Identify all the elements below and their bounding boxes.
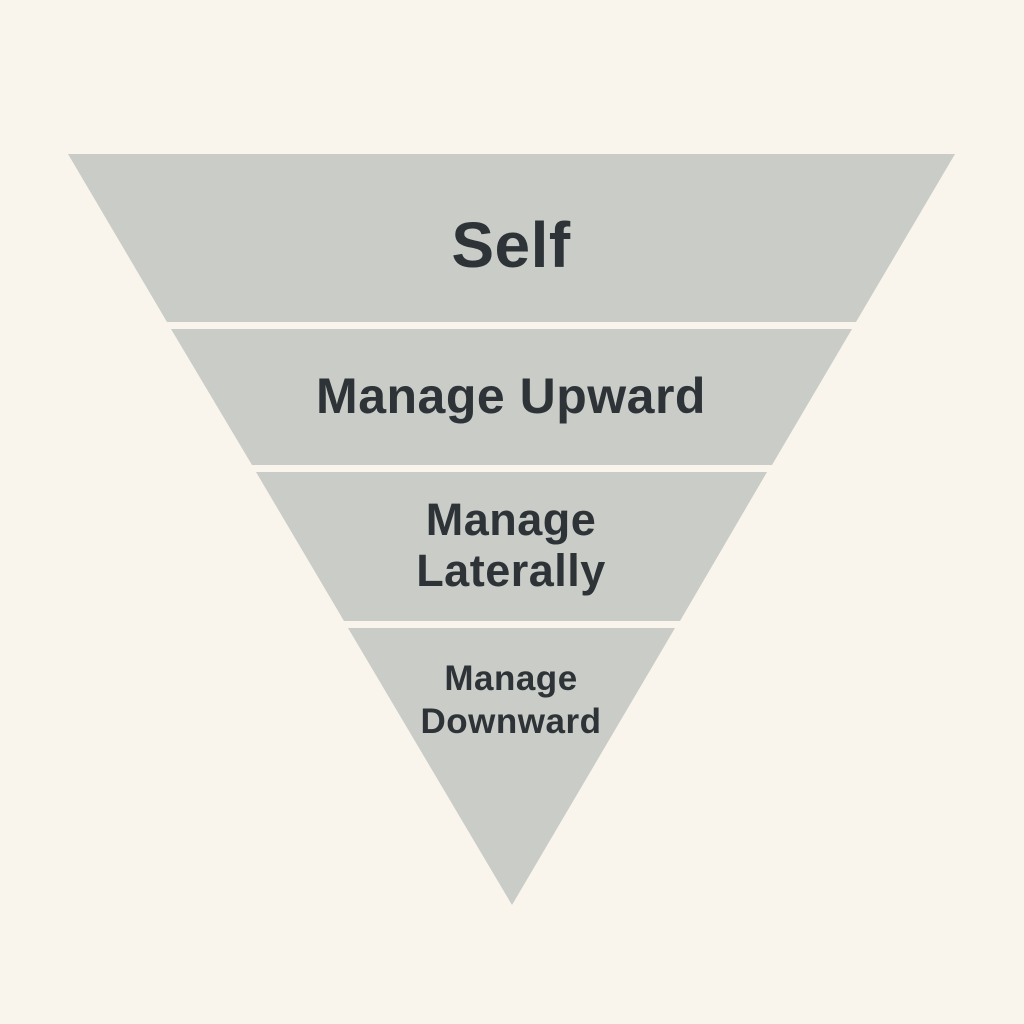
layer-label-self: Self [451, 209, 571, 281]
layer-label-manage-laterally-line1: Manage [426, 494, 597, 545]
pyramid-layer-manage-downward [348, 628, 675, 905]
pyramid-layer-manage-laterally [256, 472, 767, 621]
layer-label-manage-upward: Manage Upward [316, 368, 706, 424]
pyramid-layer-manage-upward [171, 329, 852, 465]
layer-label-manage-downward-line1: Manage [444, 659, 577, 698]
pyramid-layer-self [68, 154, 955, 322]
layer-label-manage-downward-line2: Downward [421, 702, 602, 741]
layer-label-manage-laterally-line2: Laterally [416, 545, 606, 596]
